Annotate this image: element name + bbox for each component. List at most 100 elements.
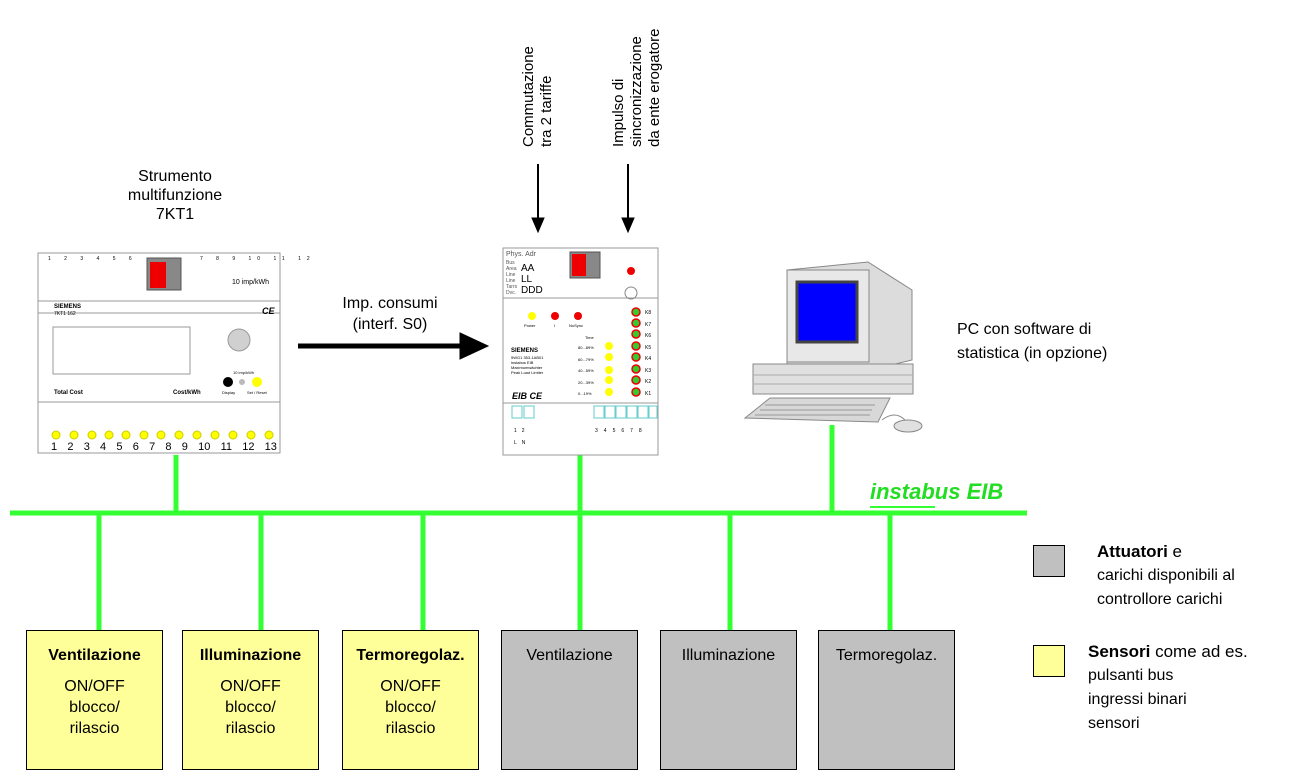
controller-band-4: 20...39% — [578, 379, 594, 385]
sync-label-line3: da ente erogatore — [646, 28, 663, 147]
controller-led-power: Power — [524, 323, 536, 328]
sensor-box-illuminazione: Illuminazione ON/OFF blocco/ rilascio — [182, 630, 319, 770]
controller-term-4: 4 — [603, 428, 613, 434]
sync-label-line2: sincronizzazione — [628, 36, 645, 147]
instrument-terminal-2: 2 — [67, 441, 74, 453]
pc-label: PC con software di statistica (in opzion… — [957, 318, 1107, 366]
controller-term-5: 5 — [612, 428, 622, 434]
legend-sensor-bold: Sensori — [1088, 642, 1151, 661]
legend-actor-heading: Attuatori e — [1097, 540, 1235, 564]
instrument-terminal-4: 4 — [100, 441, 107, 453]
instrument-brand: SIEMENS — [54, 304, 82, 310]
controller-terminal-blocks — [511, 405, 658, 419]
legend-actor-line2: carichi disponibili al — [1097, 567, 1235, 584]
sensor-box-details: ON/OFF blocco/ rilascio — [27, 676, 162, 739]
controller-k8: K8 — [645, 310, 652, 316]
controller-eib-ce-mark: EIB CE — [512, 391, 543, 401]
controller-k3: K3 — [645, 367, 652, 374]
controller-band-leds — [605, 342, 613, 396]
actor-box-title: Illuminazione — [681, 647, 776, 664]
pc-computer — [743, 261, 923, 433]
controller-row-area: Area — [506, 266, 517, 272]
legend-sensor-heading: Sensori come ad es. — [1088, 640, 1248, 664]
actor-box-title: Termoregolaz. — [835, 647, 938, 664]
instrument-terminal-10: 10 — [198, 441, 211, 453]
instrument-terminal-top-12: 12 — [298, 256, 316, 262]
actor-box-termoregolazione: Termoregolaz. — [818, 630, 955, 770]
sensor-box-title: Illuminazione — [199, 647, 302, 664]
controller-k7: K7 — [645, 321, 652, 328]
sensor-box-title: Ventilazione — [48, 647, 141, 664]
controller-row-line: Line — [506, 272, 516, 278]
instrument-set-caption: Set / Reset — [247, 390, 267, 395]
instrument-button-caption: 10 imp/kWh — [233, 370, 255, 375]
consumption-label: Imp. consumi (interf. S0) — [305, 293, 475, 335]
controller-row-dvc: Dvc. — [506, 290, 516, 296]
tariff-label-line1: Commutazione — [520, 46, 537, 147]
controller-terms-left: 12 — [514, 428, 530, 434]
controller-terms-right: 345678 — [595, 428, 648, 434]
instrument-label-line1: Strumento — [138, 168, 212, 185]
controller-desc-4: Peak Load Limiter — [511, 370, 544, 375]
legend-actor-text: Attuatori e carichi disponibili al contr… — [1097, 540, 1235, 612]
tariff-label-line2: tra 2 tariffe — [538, 75, 555, 147]
sensor-box-line1: ON/OFF — [220, 678, 281, 695]
instrument-top-terminals-left: 1 2 3 4 5 6 — [48, 256, 138, 262]
controller-desc-1: 5WG1 353-1AB01 — [511, 355, 544, 360]
controller-k-labels: K8 K7 K6 K5 K4 K3 K2 K1 — [645, 308, 651, 400]
controller-band-5: 0...19% — [578, 391, 592, 396]
controller-desc-3: Maximumwächter — [511, 365, 543, 370]
sensor-box-line2: blocco/ — [69, 699, 120, 716]
legend-actor-line3: controllore carichi — [1097, 591, 1223, 608]
instrument-cost-kwh: Cost/kWh — [173, 390, 201, 396]
controller-term-1: 1 — [514, 428, 522, 434]
arrow-tariff-head — [531, 217, 545, 234]
bus-label: instabus EIB — [870, 479, 1004, 504]
controller-brand: SIEMENS — [511, 348, 539, 354]
legend-sensor-line2: pulsanti bus — [1088, 667, 1174, 684]
instrument-display-caption: Display — [222, 390, 236, 395]
sensor-box-line2: blocco/ — [225, 699, 276, 716]
controller-led-nosync: NoSync — [569, 323, 584, 328]
instrument-rate: 10 imp/kWh — [232, 279, 269, 286]
instrument-terminal-top-7: 7 — [200, 256, 209, 262]
sensor-box-line1: ON/OFF — [64, 678, 125, 695]
instrument-terminal-6: 6 — [132, 441, 139, 453]
arrow-consumption-head — [459, 332, 490, 360]
pc-label-line2: statistica (in opzione) — [957, 345, 1108, 362]
controller-term-3: 3 — [595, 428, 604, 434]
instrument-ce-mark: CE — [262, 306, 275, 316]
controller-term-l: L — [514, 440, 522, 446]
controller-band-3: 40...59% — [578, 368, 594, 373]
instrument-terminal-1: 1 — [51, 441, 58, 453]
controller-area-value: AA — [521, 263, 535, 274]
instrument-terminal-8: 8 — [165, 441, 172, 453]
controller-band-2: 60...79% — [578, 356, 594, 362]
controller-k5: K5 — [645, 344, 652, 351]
instrument-label-line3: 7KT1 — [155, 206, 195, 223]
controller-phys-adr: Phys. Adr — [506, 251, 536, 258]
sensor-box-line3: rilascio — [385, 720, 436, 737]
sensor-box-title: Termoregolaz. — [356, 647, 465, 664]
instrument-terminal-9: 9 — [181, 441, 188, 453]
legend-sensor-text: Sensori come ad es. pulsanti bus ingress… — [1088, 640, 1248, 736]
instrument-terminal-3: 3 — [83, 441, 90, 453]
controller-term-7: 7 — [630, 428, 639, 434]
consumption-label-line2: (interf. S0) — [352, 316, 428, 333]
instrument-rate-unit: imp/kWh — [241, 279, 269, 286]
instrument-terminal-11: 11 — [220, 441, 232, 453]
sensor-box-details: ON/OFF blocco/ rilascio — [183, 676, 318, 739]
instrument-model: 7KT1 162 — [54, 311, 76, 317]
instrument-terminal-7: 7 — [149, 441, 156, 453]
sensor-box-ventilazione: Ventilazione ON/OFF blocco/ rilascio — [26, 630, 163, 770]
instrument-terminal-top-5: 5 — [112, 256, 122, 262]
instrument-terminal-top-1: 1 — [48, 256, 57, 262]
controller-row-tarrs: Tarrs — [506, 284, 518, 290]
instrument-terminal-13: 13 — [264, 441, 277, 453]
instrument-terminal-top-11: 11 — [273, 256, 291, 262]
instrument-device — [37, 252, 281, 454]
controller-term-2: 2 — [521, 428, 530, 434]
controller-device — [502, 247, 659, 456]
controller-values: AA LL DDD — [521, 263, 543, 296]
controller-bands: 80...89% 60...79% 40...59% 20...39% 0...… — [578, 342, 594, 400]
